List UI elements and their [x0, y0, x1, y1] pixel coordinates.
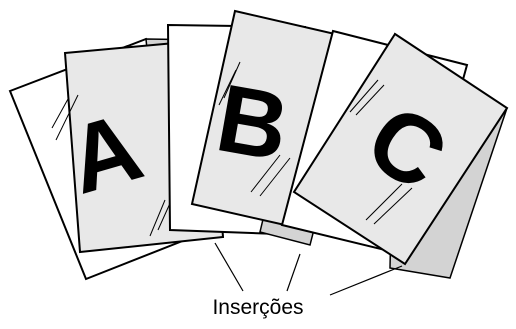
leader-line-c [330, 266, 402, 295]
leader-lines [215, 243, 402, 295]
leader-line-b [287, 254, 300, 291]
caption-inserts: Inserções [0, 296, 516, 320]
leader-line-a [215, 243, 243, 291]
